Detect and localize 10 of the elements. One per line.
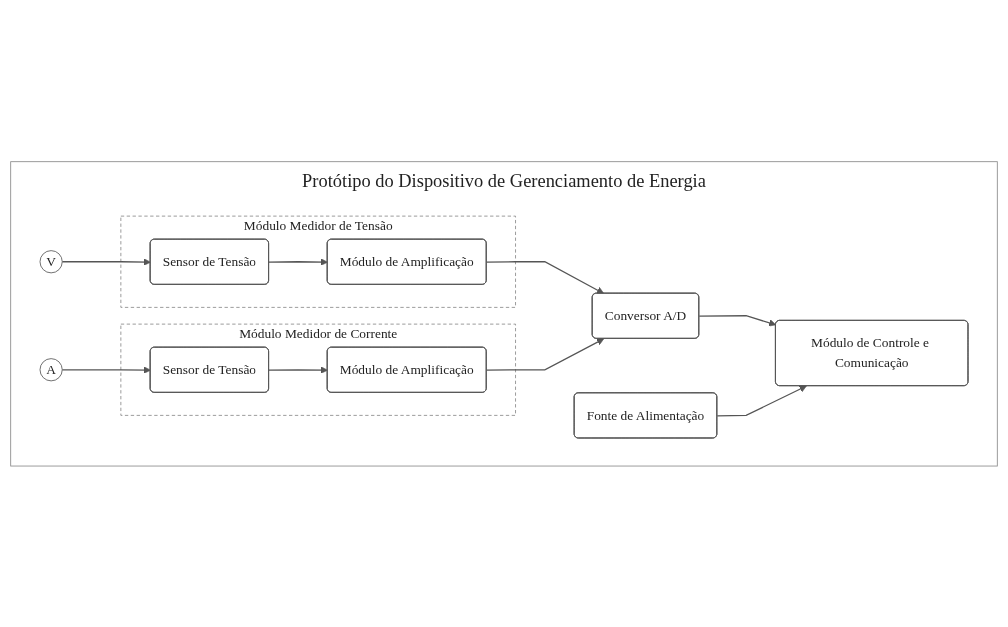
arrow <box>61 366 151 374</box>
node-circle: A <box>39 357 63 381</box>
arrow <box>716 385 807 417</box>
arrow <box>268 258 328 266</box>
arrow <box>486 260 605 294</box>
arrow <box>698 314 777 327</box>
arrow <box>268 366 328 374</box>
node-circle: V <box>39 249 63 273</box>
arrow <box>486 338 605 371</box>
arrow <box>61 258 151 266</box>
